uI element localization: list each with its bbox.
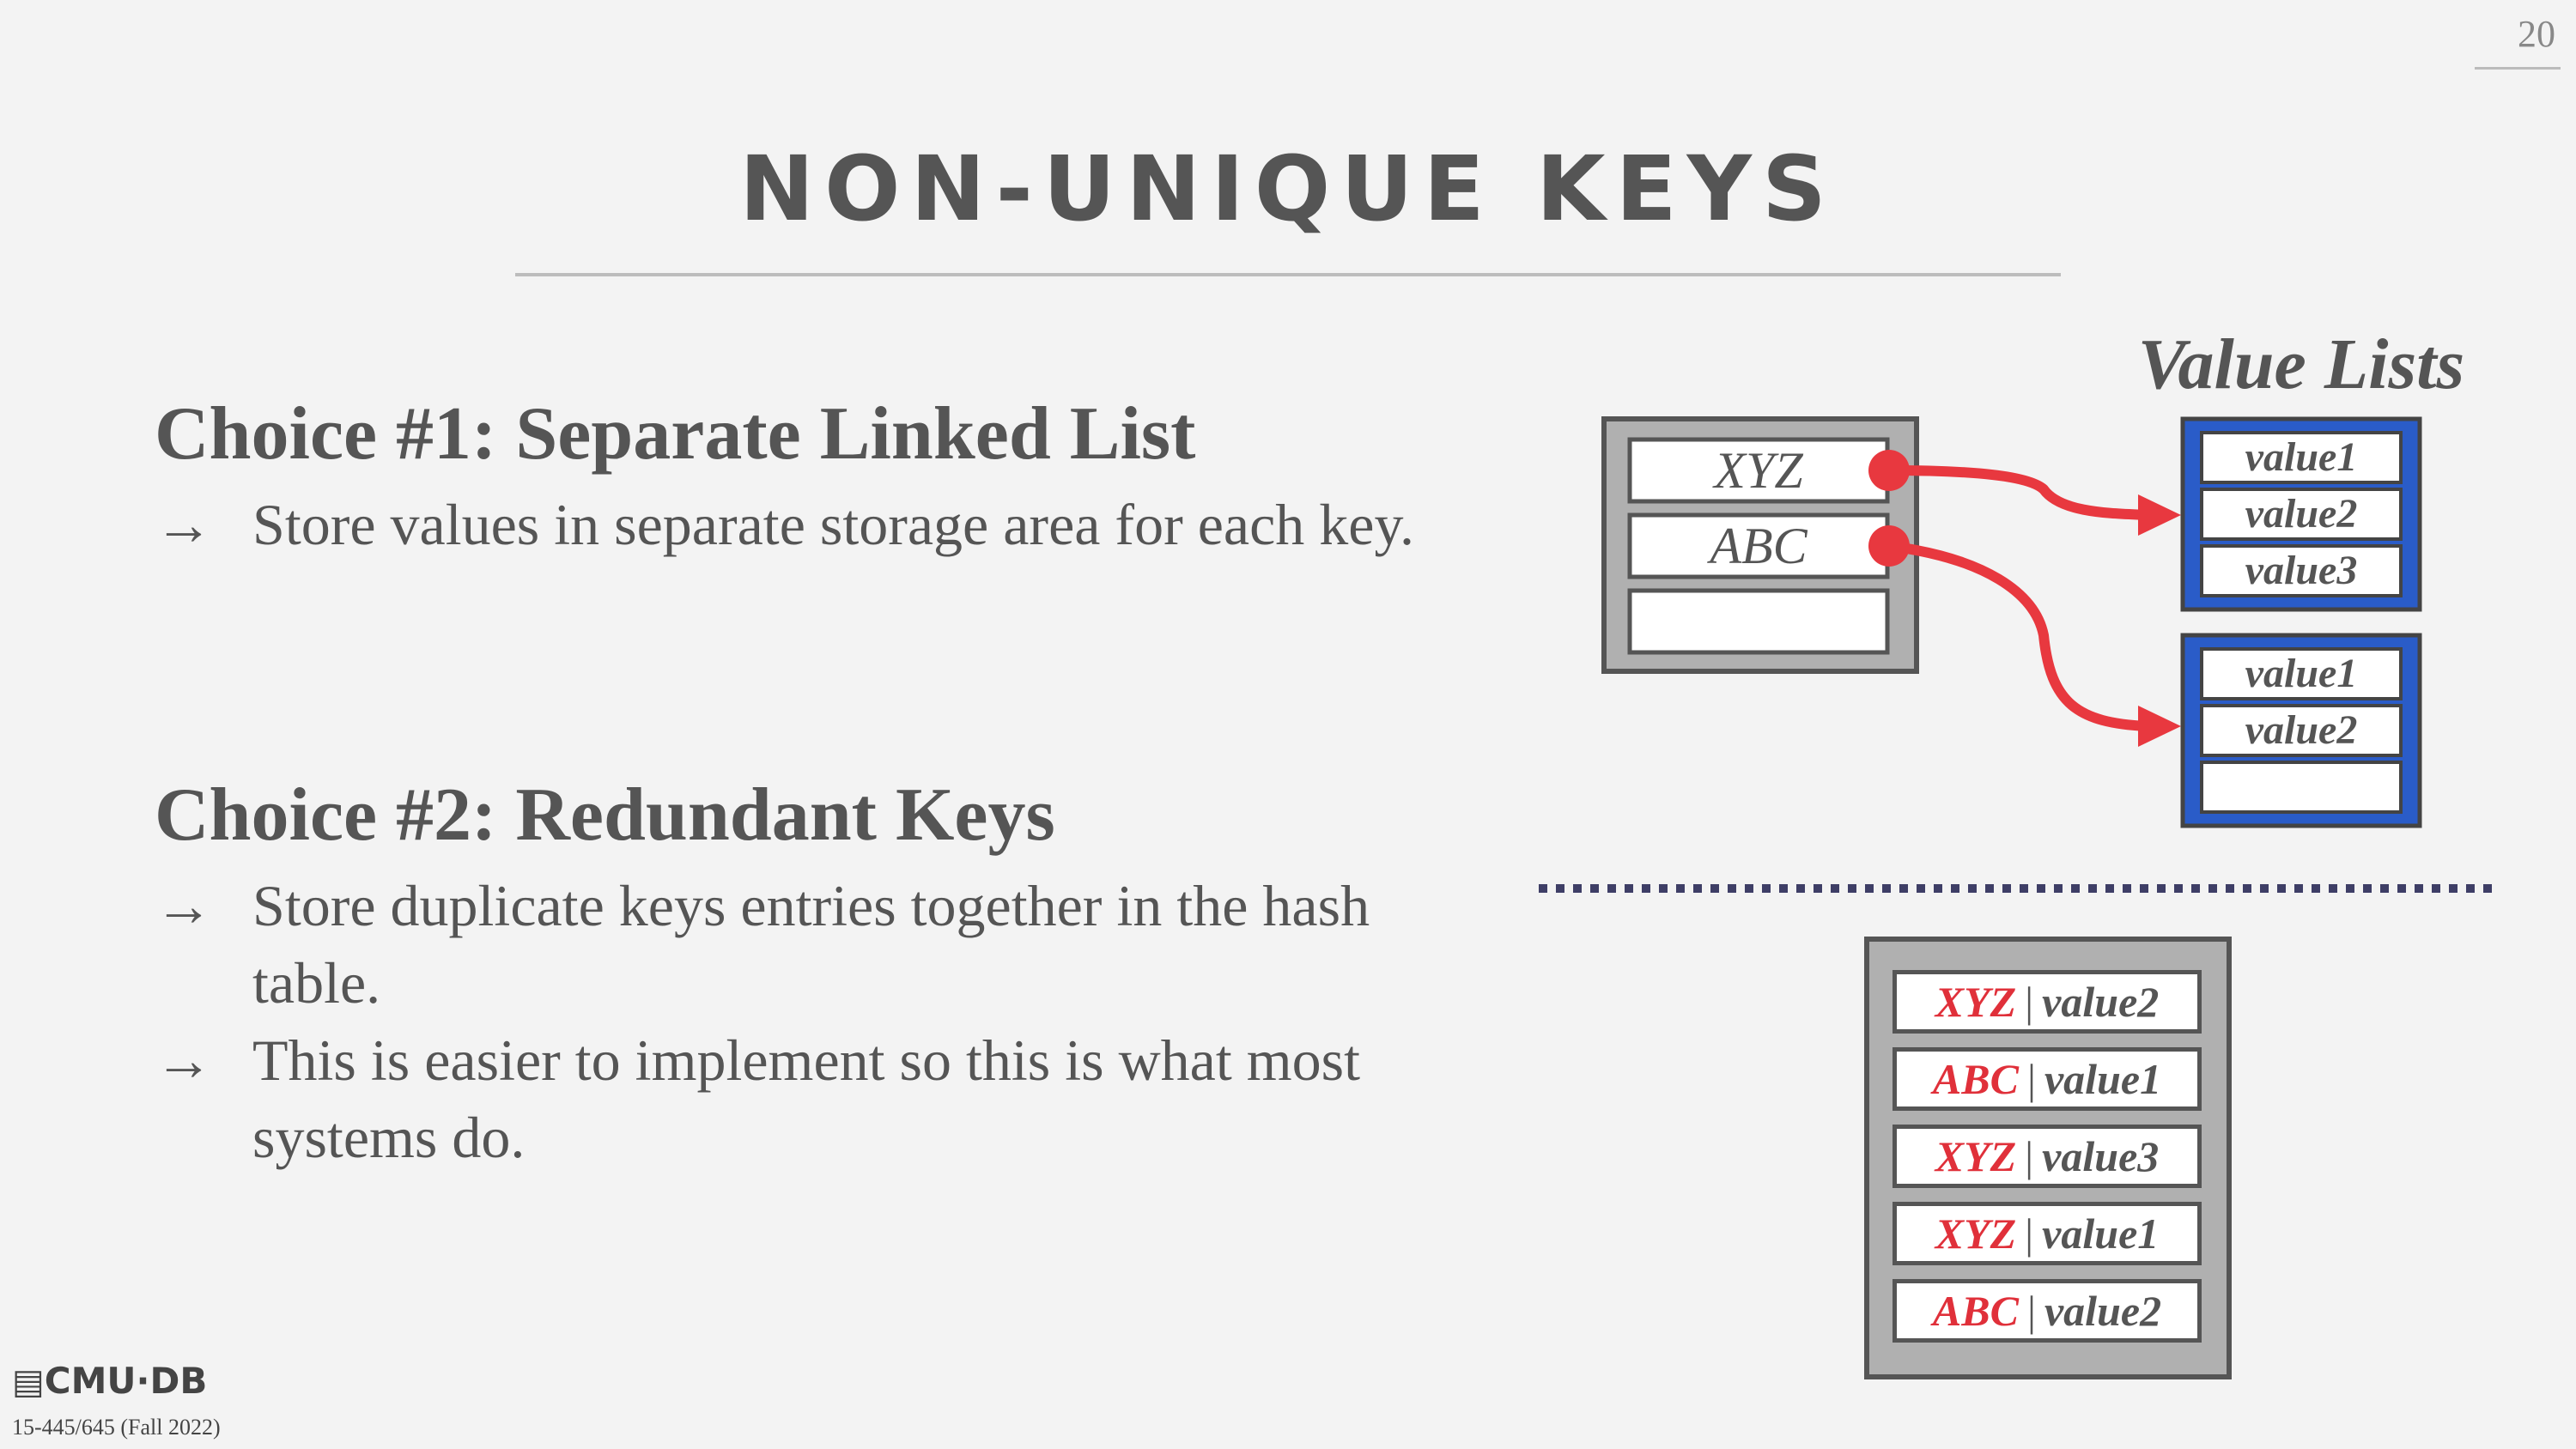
entry-separator: | <box>2025 978 2034 1026</box>
pointer-arrows <box>1868 450 2181 747</box>
pointer-dot-icon <box>1868 450 1910 491</box>
redundant-entry: ABC|value1 <box>1893 1047 2202 1111</box>
value-list-1: value1 value2 value3 <box>2180 416 2422 612</box>
value-list-2: value1 value2 <box>2180 633 2422 828</box>
choice-2-bullet-2: → This is easier to implement so this is… <box>155 1022 1443 1176</box>
entry-value: value2 <box>2042 978 2160 1026</box>
value-list-cell <box>2200 488 2403 541</box>
entry-value: value3 <box>2042 1132 2160 1180</box>
pointer-arrow-xyz <box>1888 465 2148 520</box>
entry-key: ABC <box>1932 1055 2019 1103</box>
value-list-cell <box>2200 431 2403 484</box>
bullet-text: This is easier to implement so this is w… <box>252 1028 1361 1170</box>
choice-1-bullet-1: → Store values in separate storage area … <box>155 486 1443 563</box>
hash-slot <box>1627 588 1890 655</box>
entry-separator: | <box>2026 1055 2036 1103</box>
bullet-arrow-icon: → <box>155 1028 213 1093</box>
slide-title: NON-UNIQUE KEYS <box>739 136 1837 241</box>
pointer-arrow-abc <box>1888 541 2148 731</box>
value-list-item: value3 <box>2245 548 2358 593</box>
entry-separator: | <box>2025 1210 2034 1258</box>
footer-course: 15-445/645 (Fall 2022) <box>12 1415 221 1440</box>
redundant-entry: XYZ|value2 <box>1893 970 2202 1034</box>
value-list-item: value2 <box>2245 707 2358 753</box>
value-list-cell <box>2200 704 2403 757</box>
redundant-entry: ABC|value2 <box>1893 1279 2202 1343</box>
redundant-entry: XYZ|value3 <box>1893 1125 2202 1188</box>
value-lists-label: Value Lists <box>2138 324 2464 404</box>
bullet-text: Store values in separate storage area fo… <box>252 492 1415 557</box>
choice-2-bullet-1: → Store duplicate keys entries together … <box>155 867 1443 1022</box>
redundant-entry: XYZ|value1 <box>1893 1202 2202 1265</box>
hash-slot-key: ABC <box>1706 518 1807 574</box>
choice-2-heading: Choice #2: Redundant Keys <box>155 773 1055 857</box>
arrow-head-icon <box>2138 706 2181 747</box>
entry-key: XYZ <box>1935 1132 2017 1180</box>
value-list-item: value1 <box>2245 434 2358 480</box>
hash-slot <box>1627 512 1890 579</box>
entry-value: value1 <box>2042 1210 2160 1258</box>
choice-1-heading: Choice #1: Separate Linked List <box>155 392 1196 476</box>
pointer-dot-icon <box>1868 525 1910 567</box>
footer-logo: ▤CMU·DB <box>12 1360 208 1402</box>
entry-key: ABC <box>1932 1287 2019 1335</box>
entry-value: value2 <box>2044 1287 2162 1335</box>
bullet-text: Store duplicate keys entries together in… <box>252 873 1370 1016</box>
value-list-item: value2 <box>2245 491 2358 537</box>
hash-table-1: XYZ ABC <box>1601 416 1919 674</box>
entry-separator: | <box>2025 1132 2034 1180</box>
title-underline <box>515 273 2061 276</box>
entry-key: XYZ <box>1935 1210 2017 1258</box>
entry-key: XYZ <box>1935 978 2017 1026</box>
value-list-cell <box>2200 647 2403 700</box>
footer-logo-text: CMU·DB <box>44 1360 208 1402</box>
entry-separator: | <box>2026 1287 2036 1335</box>
hash-slot-key: XYZ <box>1712 442 1803 499</box>
value-list-cell <box>2200 761 2403 814</box>
entry-value: value1 <box>2044 1055 2162 1103</box>
bullet-arrow-icon: → <box>155 873 213 938</box>
bullet-arrow-icon: → <box>155 492 213 557</box>
value-list-item: value1 <box>2245 651 2358 696</box>
arrow-head-icon <box>2138 494 2181 536</box>
value-list-cell <box>2200 544 2403 597</box>
database-icon: ▤ <box>12 1362 45 1402</box>
page-number-rule <box>2475 67 2561 70</box>
page-number: 20 <box>2518 13 2555 55</box>
